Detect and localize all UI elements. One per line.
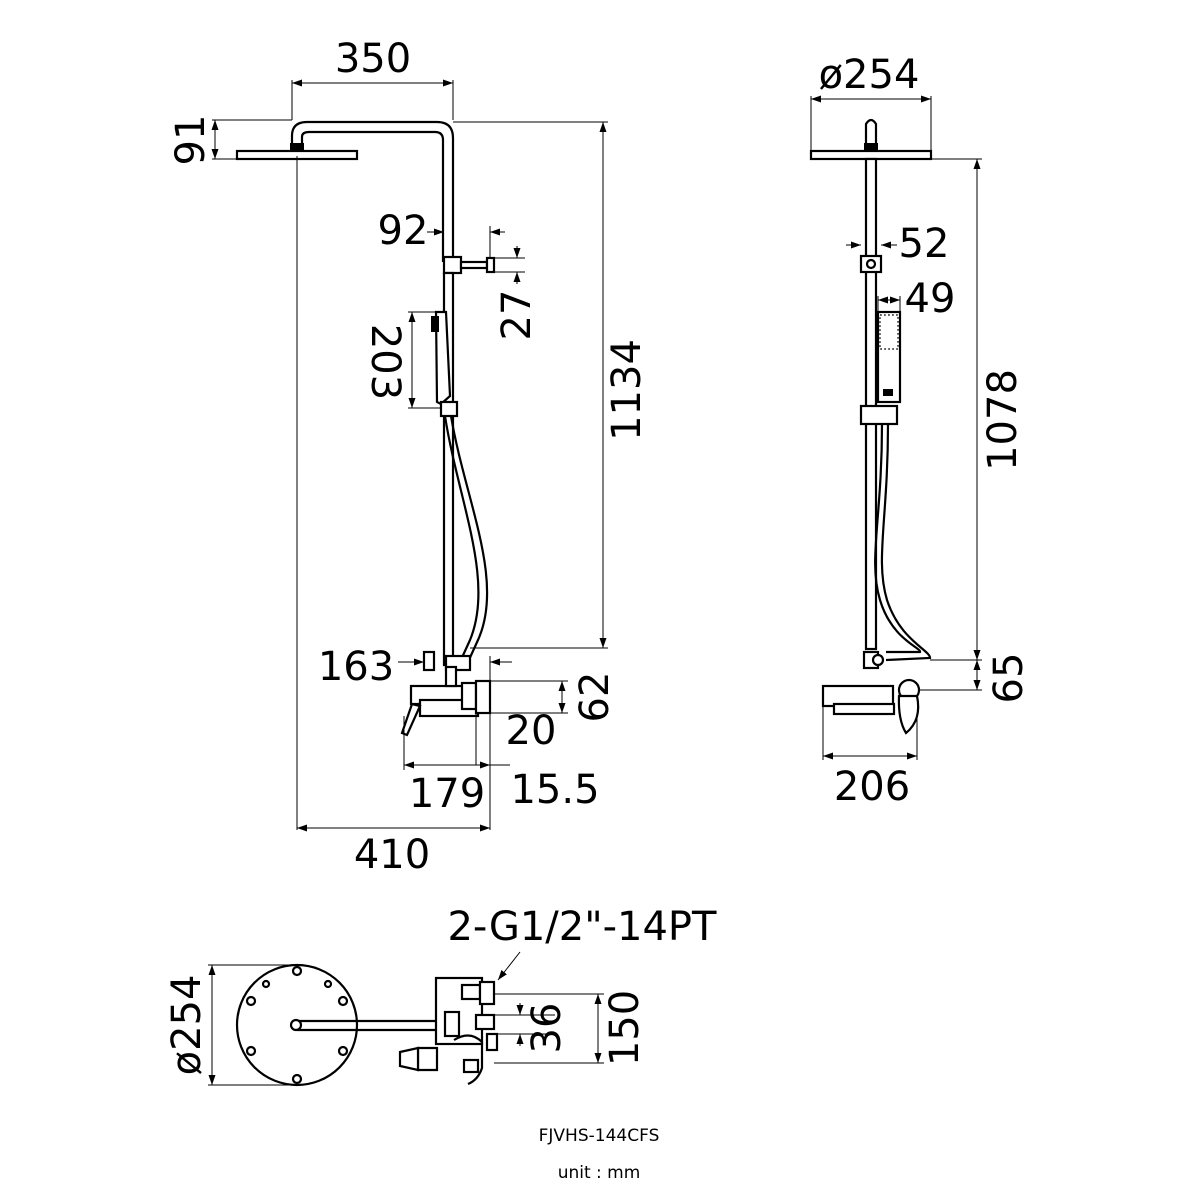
dim-inlet-span: 150 bbox=[602, 990, 648, 1066]
side-hose bbox=[880, 423, 932, 662]
side-divertor bbox=[859, 254, 883, 274]
dim-side-column-height: 1078 bbox=[980, 369, 1026, 471]
dim-arm-reach: 92 bbox=[378, 208, 429, 254]
dim-mixer-spacing: 163 bbox=[318, 644, 394, 690]
dim-hand-shower-length: 203 bbox=[362, 324, 408, 400]
top-view: 2-G1/2"-14PT ø254 36 150 bbox=[164, 904, 717, 1087]
top-overhead-arm bbox=[289, 1018, 452, 1032]
unit-note: unit : mm bbox=[558, 1163, 641, 1183]
dim-holder-width: 52 bbox=[899, 221, 950, 267]
front-view: 350 91 92 27 203 1134 163 bbox=[168, 36, 650, 878]
dim-head-width: 350 bbox=[335, 36, 411, 82]
dim-column-height: 1134 bbox=[604, 339, 650, 441]
front-mixer-valve bbox=[400, 665, 492, 737]
dim-top-head-diameter: ø254 bbox=[164, 975, 210, 1076]
front-hand-shower bbox=[431, 310, 459, 418]
side-mixer-valve bbox=[821, 678, 921, 735]
front-overhead-arm bbox=[290, 120, 455, 262]
side-hand-shower bbox=[859, 310, 902, 426]
top-mixer-valve bbox=[398, 976, 499, 1086]
dim-total-projection: 410 bbox=[354, 832, 430, 878]
front-divertor bbox=[442, 255, 496, 275]
dim-base-offset: 65 bbox=[986, 653, 1032, 704]
side-shower-head bbox=[809, 118, 933, 161]
dim-thread-spec: 2-G1/2"-14PT bbox=[447, 904, 717, 950]
model-number: FJVHS-144CFS bbox=[539, 1126, 660, 1146]
dim-mixer-height: 62 bbox=[572, 672, 618, 723]
dim-head-height: 91 bbox=[168, 115, 214, 166]
dim-inlet-offset: 15.5 bbox=[510, 767, 599, 813]
dim-hand-shower-width: 49 bbox=[905, 276, 956, 322]
dim-inlet-gap: 36 bbox=[524, 1003, 570, 1054]
dim-mixer-depth: 179 bbox=[409, 771, 485, 817]
dim-mixer-width: 206 bbox=[834, 764, 910, 810]
dim-side-head-diameter: ø254 bbox=[819, 52, 920, 98]
front-hose bbox=[449, 415, 489, 663]
dim-wall-offset: 20 bbox=[506, 708, 557, 754]
side-view: ø254 52 49 1078 65 206 bbox=[809, 52, 1032, 810]
side-column bbox=[864, 157, 878, 651]
dim-divertor-height: 27 bbox=[494, 290, 540, 341]
